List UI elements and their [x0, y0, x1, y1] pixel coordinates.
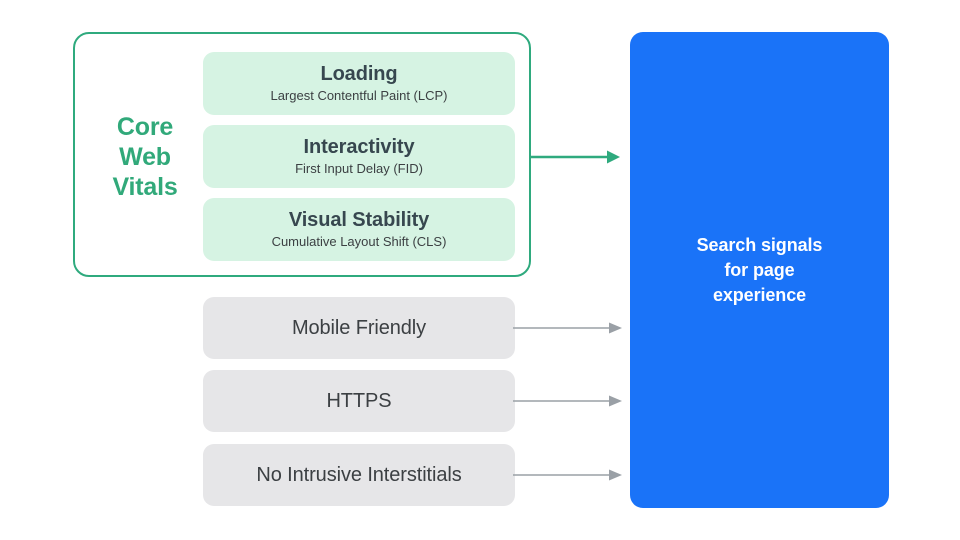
- arrow-mobile-friendly-to-search-signals: [513, 322, 622, 334]
- vital-chip-interactivity[interactable]: Interactivity First Input Delay (FID): [203, 125, 515, 188]
- vital-chip-title: Visual Stability: [288, 209, 430, 231]
- vital-chip-subtitle: Cumulative Layout Shift (CLS): [271, 234, 447, 249]
- vital-chip-loading[interactable]: Loading Largest Contentful Paint (LCP): [203, 52, 515, 115]
- vital-chip-title: Loading: [320, 63, 398, 85]
- signal-box-label: Mobile Friendly: [291, 317, 427, 339]
- search-signals-panel[interactable]: Search signals for page experience: [630, 32, 889, 508]
- core-web-vitals-label-line-3: Vitals: [112, 173, 178, 201]
- arrow-core-web-vitals-to-search-signals: [529, 150, 620, 164]
- arrow-no-intrusive-interstitials-to-search-signals: [513, 469, 622, 481]
- vital-chip-title: Interactivity: [303, 136, 415, 158]
- core-web-vitals-label-line-1: Core: [116, 113, 174, 141]
- signal-box-https[interactable]: HTTPS: [203, 370, 515, 432]
- signal-box-no-intrusive-interstitials[interactable]: No Intrusive Interstitials: [203, 444, 515, 506]
- vital-chip-subtitle: Largest Contentful Paint (LCP): [270, 88, 448, 103]
- signal-box-mobile-friendly[interactable]: Mobile Friendly: [203, 297, 515, 359]
- search-signals-panel-line-2: for page: [724, 259, 795, 280]
- vital-chip-subtitle: First Input Delay (FID): [295, 161, 423, 176]
- arrow-https-to-search-signals: [513, 395, 622, 407]
- vital-chip-visual-stability[interactable]: Visual Stability Cumulative Layout Shift…: [203, 198, 515, 261]
- search-signals-panel-line-1: Search signals: [696, 234, 823, 255]
- search-signals-panel-text: Search signals for page experience: [697, 233, 823, 308]
- core-web-vitals-label: Core Web Vitals: [95, 112, 195, 202]
- signal-box-label: No Intrusive Interstitials: [256, 464, 462, 486]
- search-signals-panel-line-3: experience: [712, 284, 807, 305]
- core-web-vitals-group: [73, 32, 531, 277]
- signal-box-label: HTTPS: [326, 390, 392, 412]
- core-web-vitals-label-line-2: Web: [119, 143, 171, 171]
